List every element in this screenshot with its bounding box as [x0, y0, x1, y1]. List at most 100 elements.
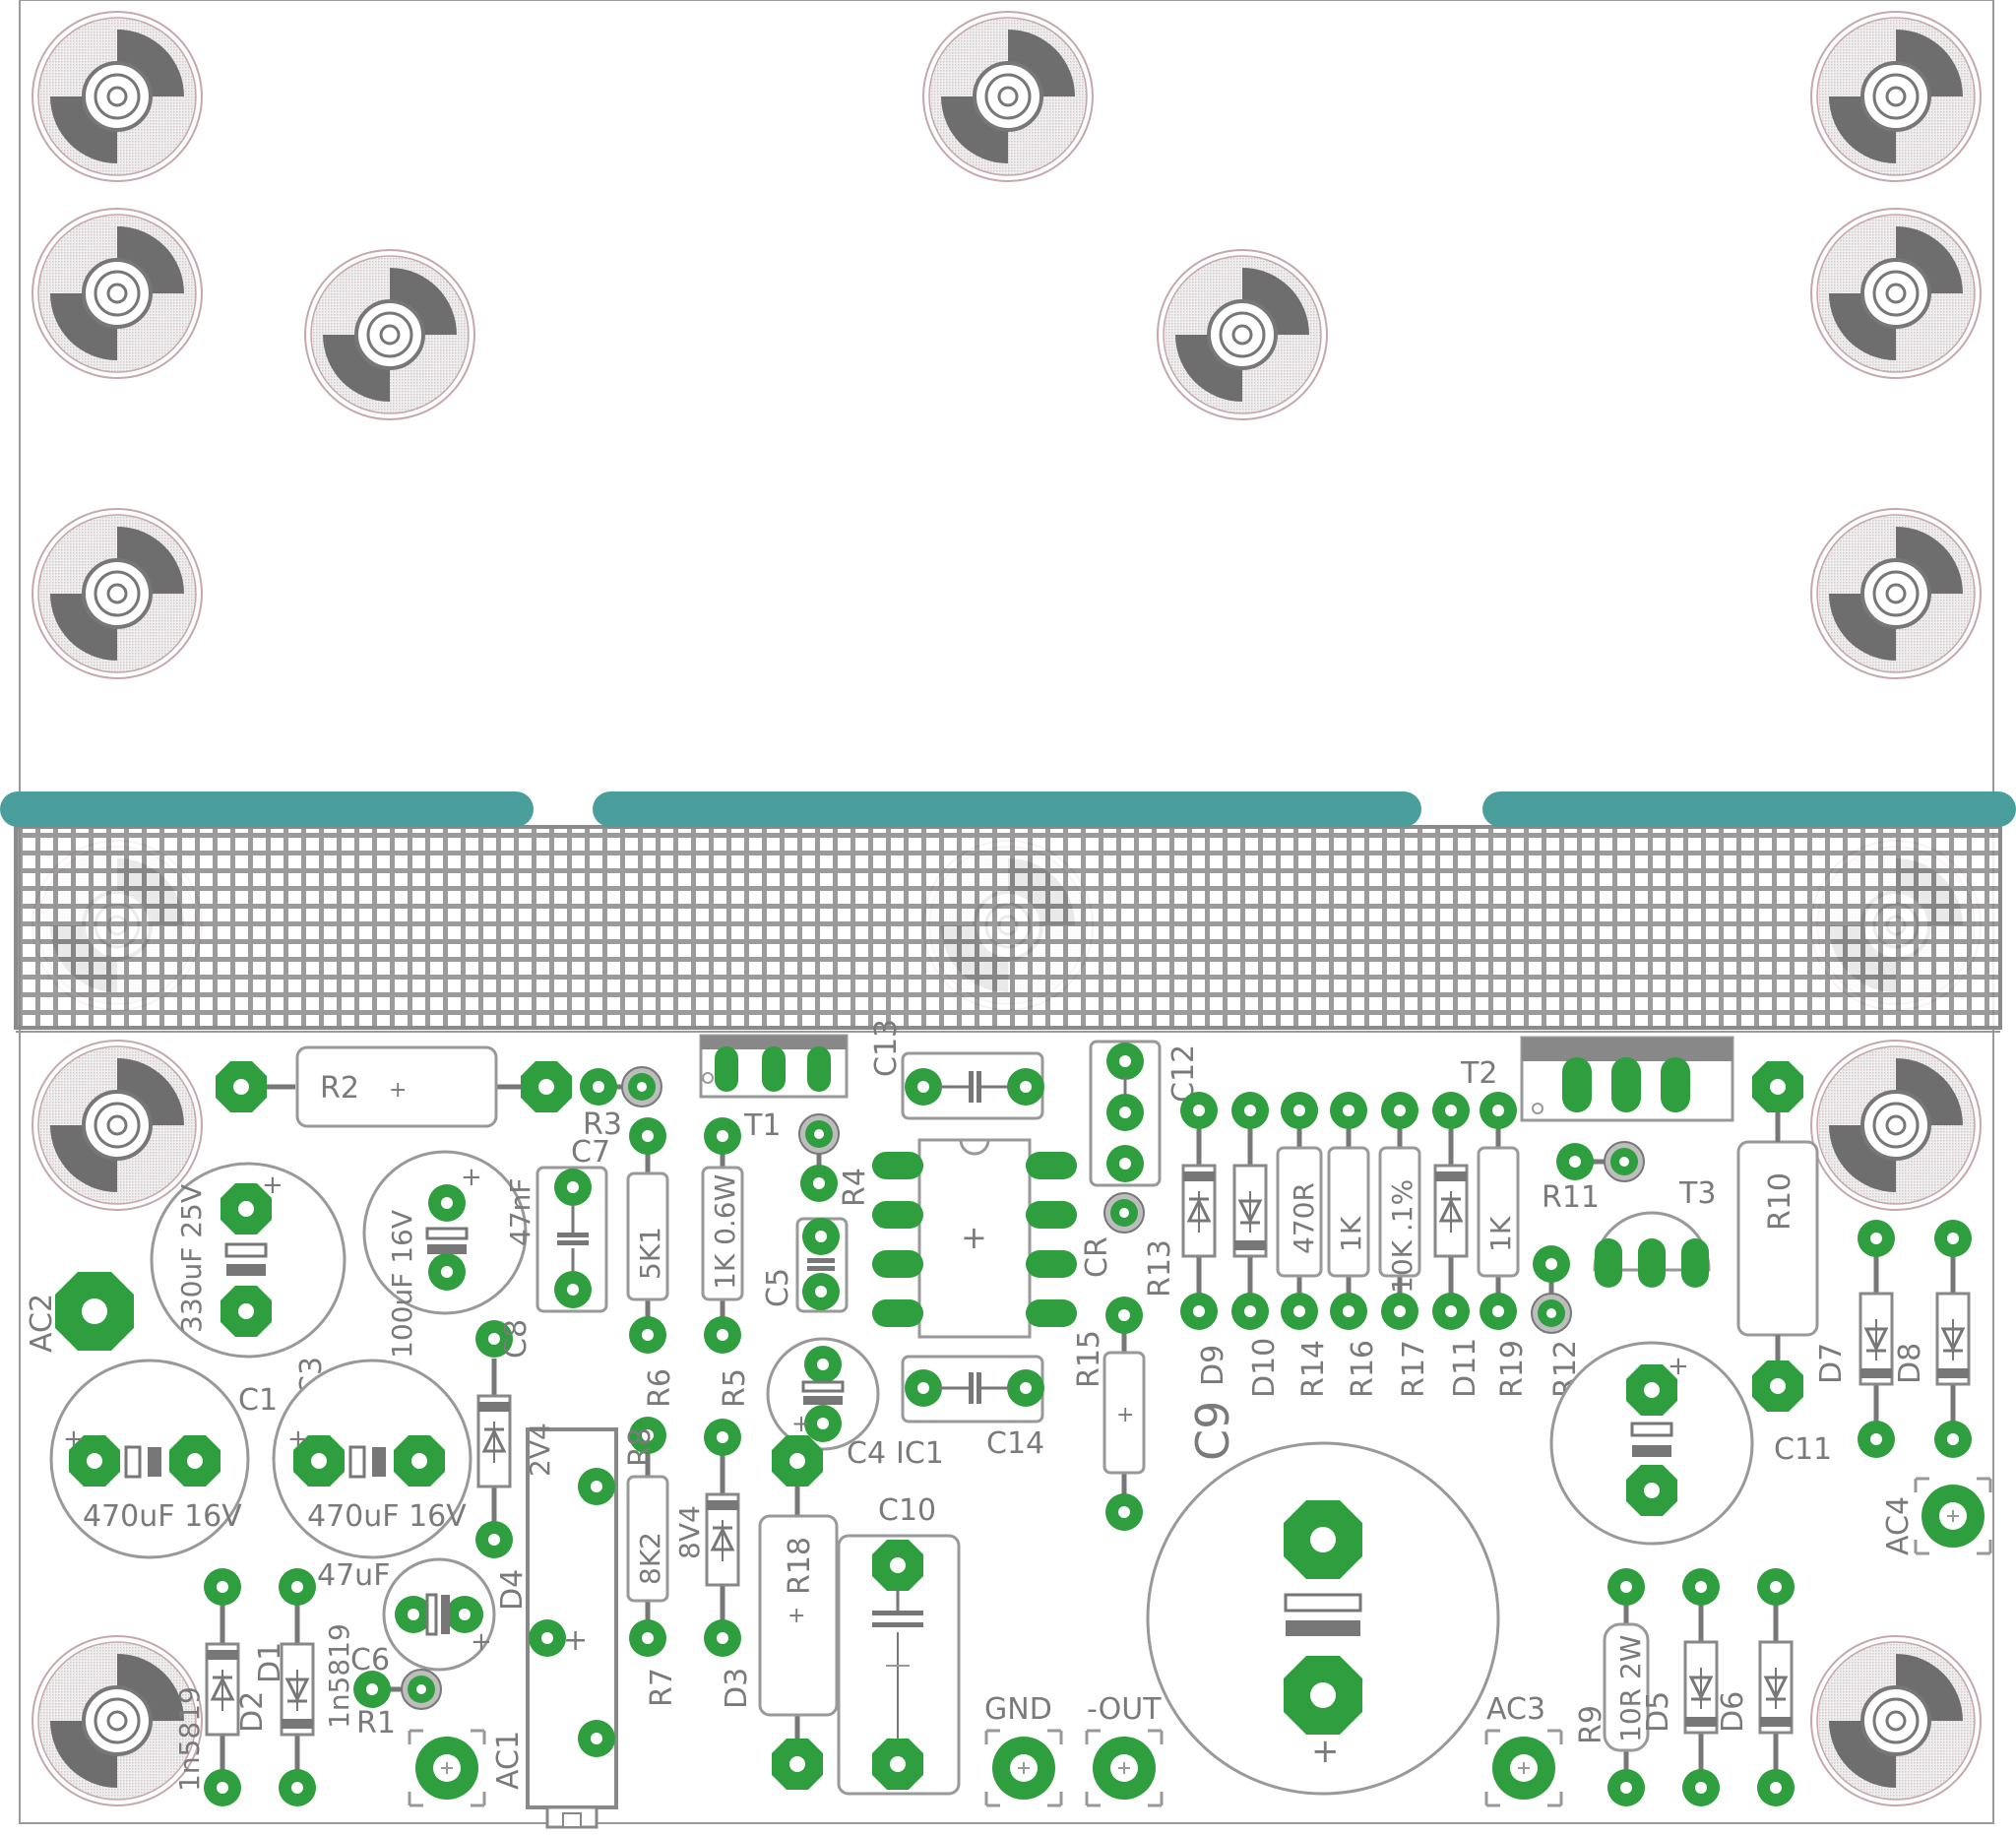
- label-r8-value: 8K2: [634, 1532, 666, 1585]
- label-c5: C5: [761, 1268, 795, 1307]
- capacitor-c6: + 47uF: [317, 1557, 496, 1672]
- diode-d11: D11: [1432, 1092, 1482, 1398]
- label-d2-value: 1n5819: [173, 1686, 206, 1792]
- label-d10: D10: [1247, 1338, 1282, 1398]
- resistor-r19: 1K R19: [1477, 1092, 1530, 1398]
- label-r11: R11: [1542, 1180, 1600, 1215]
- diode-d1: D1 1n5819: [253, 1568, 355, 1806]
- label-c8: C8: [499, 1319, 534, 1359]
- diode-d10: D10: [1231, 1092, 1282, 1398]
- terminal-gnd[interactable]: GND: [984, 1692, 1063, 1807]
- label-cap-470uf-right: 470uF 16V: [307, 1499, 467, 1534]
- svg-text:+: +: [63, 1424, 85, 1454]
- resistor-r9: 10R 2W R9: [1574, 1568, 1650, 1806]
- label-d8: D8: [1893, 1343, 1927, 1384]
- svg-text:+: +: [389, 1078, 407, 1103]
- resistor-r5: 1K 0.6W R5: [701, 1117, 752, 1408]
- capacitor-470uf-right: + 470uF 16V: [272, 1359, 472, 1559]
- heatsink-mesh: [14, 825, 2002, 1033]
- component-row-top: D9 D10 470R R14 1K R16 10K .1% R17: [1180, 1092, 1583, 1398]
- module-2v4: + 2V4: [524, 1423, 618, 1829]
- transistor-t3: T3: [1593, 1176, 1716, 1288]
- label-r15: R15: [1072, 1330, 1106, 1388]
- terminal-out[interactable]: -OUT: [1085, 1692, 1164, 1807]
- label-r6-value: 5K1: [634, 1227, 666, 1280]
- label-r5: R5: [718, 1368, 752, 1408]
- resistor-r8: 8K2 R8 R7: [623, 1417, 679, 1707]
- label-c13: C13: [869, 1019, 904, 1077]
- label-c7-value: 47nF: [504, 1178, 536, 1246]
- mount-hole: [1809, 207, 1983, 380]
- label-c4: C4: [847, 1436, 886, 1471]
- mount-hole: [1809, 1039, 1983, 1212]
- label-c10: C10: [878, 1493, 936, 1528]
- terminal-ac4[interactable]: AC4: [1881, 1477, 1992, 1555]
- svg-text:+: +: [262, 1171, 284, 1200]
- label-d6: D6: [1716, 1691, 1750, 1733]
- svg-text:+: +: [471, 1627, 492, 1657]
- mount-hole: [31, 207, 204, 380]
- resistor-r6: 5K1 R6: [626, 1117, 677, 1408]
- resistor-r16: 1K R16: [1327, 1092, 1380, 1398]
- resistor-r2: R2 +: [216, 1045, 572, 1128]
- mount-hole: [1809, 1634, 1983, 1807]
- label-r1: R1: [356, 1706, 396, 1740]
- label-ac1: AC1: [491, 1731, 526, 1790]
- via-cr: CR R13: [1080, 1192, 1177, 1297]
- label-r10: R10: [1763, 1172, 1797, 1231]
- label-c14: C14: [986, 1426, 1044, 1461]
- diode-d7: D7: [1814, 1220, 1895, 1458]
- label-r9: R9: [1574, 1705, 1608, 1744]
- label-c2-value: 100uF 16V: [386, 1210, 418, 1359]
- capacitor-c9: + C9: [1146, 1401, 1500, 1796]
- label-ic1: IC1: [896, 1436, 944, 1471]
- svg-text:+: +: [1311, 1732, 1340, 1771]
- mount-hole: [921, 10, 1095, 183]
- diode-d5: D5: [1641, 1568, 1720, 1806]
- mount-hole: [31, 507, 204, 680]
- label-r16: R16: [1346, 1340, 1380, 1398]
- resistor-r10: R10: [1736, 1061, 1819, 1412]
- label-c7: C7: [571, 1135, 610, 1170]
- label-r8: R8: [623, 1427, 658, 1467]
- resistor-r15: + R15: [1072, 1297, 1146, 1531]
- label-c1-value: 330uF 25V: [175, 1184, 208, 1333]
- label-r6: R6: [643, 1368, 677, 1408]
- label-r13: R13: [1143, 1239, 1177, 1297]
- label-c1: C1: [238, 1383, 278, 1418]
- diode-d8: D8: [1893, 1220, 1972, 1458]
- svg-text:+: +: [961, 1219, 987, 1256]
- capacitor-c2-100uf: + 100uF 16V: [362, 1150, 528, 1359]
- mount-hole: [303, 248, 476, 421]
- mount-hole: [1809, 10, 1983, 183]
- label-d9: D9: [1196, 1345, 1230, 1386]
- label-r19-value: 1K: [1484, 1216, 1517, 1252]
- label-d3: D3: [720, 1668, 754, 1709]
- label-r3: R3: [583, 1107, 622, 1142]
- terminal-ac2[interactable]: AC2: [25, 1272, 134, 1353]
- label-c11: C11: [1774, 1432, 1832, 1467]
- terminal-ac3[interactable]: AC3: [1484, 1692, 1563, 1807]
- label-r9-value: 10R 2W: [1614, 1635, 1647, 1742]
- label-d1: D1: [253, 1642, 287, 1683]
- capacitor-c7: C7 47nF: [504, 1135, 610, 1313]
- label-cr: CR: [1080, 1236, 1114, 1278]
- transistor-t1: T1: [699, 1034, 849, 1143]
- label-r5-value: 1K 0.6W: [709, 1174, 741, 1290]
- svg-text:+: +: [1116, 1403, 1134, 1427]
- label-c6: C6: [350, 1643, 390, 1677]
- label-r14: R14: [1296, 1340, 1331, 1398]
- diode-d4: D4: [475, 1359, 530, 1611]
- label-8v4: 8V4: [673, 1505, 706, 1559]
- label-t1: T1: [743, 1108, 781, 1143]
- terminal-ac1[interactable]: AC1: [408, 1729, 526, 1807]
- resistor-r3: R3: [580, 1066, 662, 1142]
- mount-hole: [31, 10, 204, 183]
- diode-d3: 8V4 D3: [673, 1419, 754, 1709]
- capacitor-c11: + C11: [1549, 1341, 1832, 1546]
- label-2v4: 2V4: [524, 1423, 556, 1477]
- label-d11: D11: [1448, 1338, 1482, 1398]
- capacitor-c13: C13: [869, 1019, 1044, 1120]
- label-r4: R4: [838, 1168, 872, 1207]
